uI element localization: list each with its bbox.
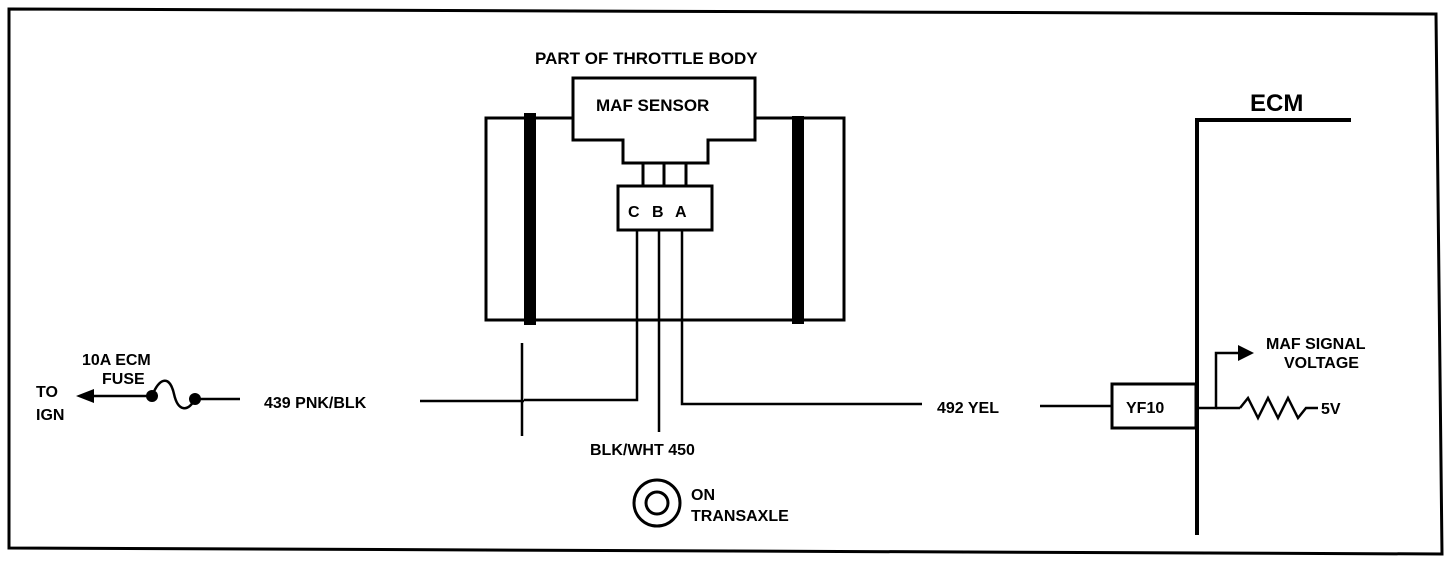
connector-stubs	[641, 163, 688, 186]
maf-connector	[616, 184, 714, 232]
ground-icon	[632, 478, 682, 528]
pin-b-label: B	[652, 204, 664, 221]
five-volt-label: 5V	[1321, 401, 1341, 418]
throttle-body	[484, 113, 846, 325]
to-ign-line2: IGN	[36, 407, 64, 424]
connector-wires	[524, 230, 922, 432]
fuse-label-line2: FUSE	[102, 371, 145, 388]
wire-439-label: 439 PNK/BLK	[264, 395, 367, 412]
fuse-label-line1: 10A ECM	[82, 352, 151, 369]
maf-signal-label-line2: VOLTAGE	[1284, 355, 1359, 372]
throttle-body-flange-right	[792, 116, 804, 324]
wire-450-label: BLK/WHT 450	[590, 442, 695, 459]
yf10-label: YF10	[1126, 400, 1164, 417]
wire-492-label: 492 YEL	[937, 400, 999, 417]
resistor-icon	[1239, 395, 1318, 421]
wire-c	[524, 230, 639, 402]
wire-439	[200, 343, 524, 436]
to-ign-line1: TO	[36, 384, 58, 401]
throttle-body-flange-left	[524, 113, 536, 325]
fuse	[76, 379, 201, 410]
arrow-right-icon	[1238, 345, 1254, 361]
wire-a	[680, 230, 922, 406]
pin-c-label: C	[628, 204, 640, 221]
diagram-border	[7, 7, 1444, 556]
ground-label-line1: ON	[691, 487, 715, 504]
ecm-boundary	[1195, 118, 1351, 535]
arrow-left-icon	[76, 389, 94, 403]
ecm-circuit	[1196, 351, 1318, 421]
maf-signal-label-line1: MAF SIGNAL	[1266, 336, 1366, 353]
throttle-body-label: PART OF THROTTLE BODY	[535, 49, 758, 68]
yf10-terminal	[1110, 382, 1198, 430]
ground-label-line2: TRANSAXLE	[691, 508, 789, 525]
ecm-label: ECM	[1250, 90, 1303, 117]
maf-sensor-label: MAF SENSOR	[596, 96, 709, 115]
pin-a-label: A	[675, 204, 687, 221]
maf-sensor-body	[571, 76, 757, 165]
